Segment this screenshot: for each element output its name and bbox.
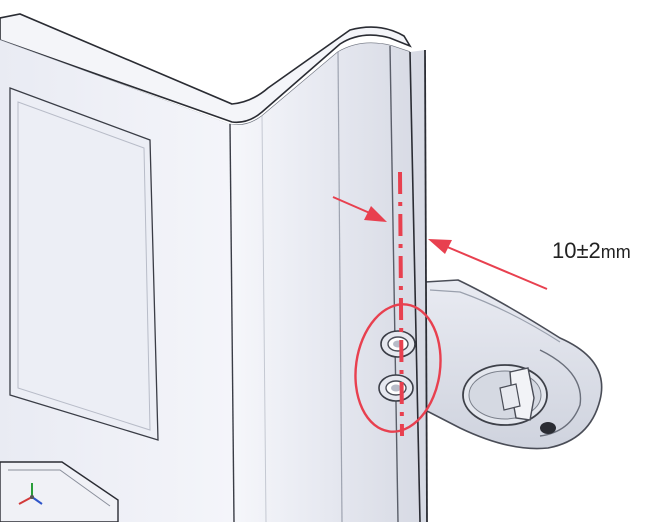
dimension-unit: mm bbox=[600, 242, 631, 262]
dimension-label: 10±2mm bbox=[552, 238, 631, 264]
screw-boss-upper bbox=[380, 330, 416, 358]
panel-body bbox=[0, 13, 428, 522]
right-arrow-shaft bbox=[444, 245, 548, 290]
dimension-value: 10±2 bbox=[552, 238, 601, 263]
dimension-annotation bbox=[332, 171, 548, 437]
screw-boss-lower bbox=[378, 374, 414, 402]
axis-triad-icon bbox=[18, 483, 43, 505]
left-arrow-head bbox=[364, 206, 387, 222]
right-arrow-head bbox=[428, 239, 452, 254]
highlight-ellipse bbox=[354, 303, 442, 433]
hinge-bracket bbox=[424, 279, 603, 450]
left-arrow-shaft bbox=[332, 196, 373, 215]
